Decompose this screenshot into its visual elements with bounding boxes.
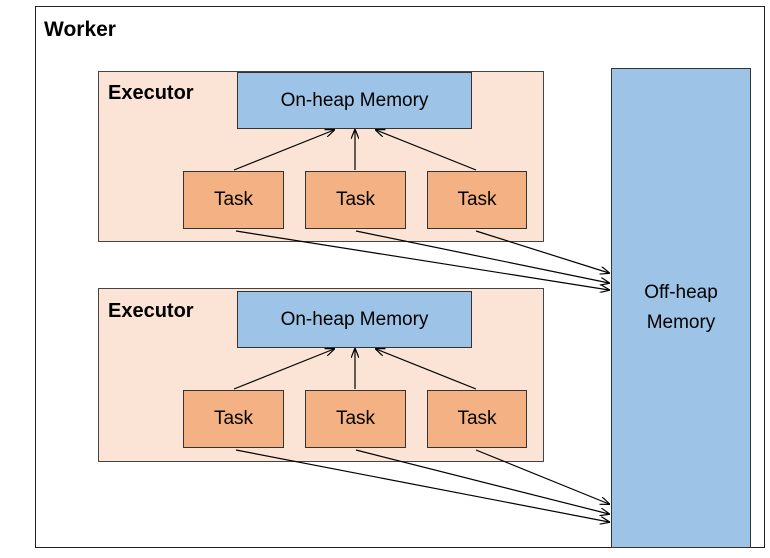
arrow-e2-t1-onheap	[233, 349, 334, 390]
arrow-e1-t3-onheap	[376, 130, 477, 171]
executor-2-task-1: Task	[183, 390, 284, 448]
arrow-e1-t2-offheap	[355, 230, 609, 283]
arrow-e2-t3-offheap	[475, 449, 609, 504]
worker-label: Worker	[44, 18, 116, 41]
executor-1-task-1: Task	[183, 171, 284, 229]
executor-2-task-2: Task	[305, 390, 406, 448]
arrow-e1-t1-onheap	[233, 130, 334, 171]
executor-2-onheap-memory: On-heap Memory	[237, 291, 472, 348]
executor-2-task-3: Task	[427, 390, 527, 448]
offheap-label-line1: Off-heap	[644, 282, 718, 303]
executor-1-label: Executor	[108, 82, 194, 104]
arrow-e2-t1-offheap	[235, 449, 609, 522]
executor-1-task-2: Task	[305, 171, 406, 229]
arrow-e2-t3-onheap	[376, 349, 477, 390]
executor-1-task-3: Task	[427, 171, 527, 229]
executor-1-onheap-memory: On-heap Memory	[237, 72, 472, 129]
executor-2-label: Executor	[108, 300, 194, 322]
offheap-label-line2: Memory	[646, 312, 716, 333]
arrow-e2-t2-offheap	[355, 449, 609, 514]
arrow-e1-t3-offheap	[475, 230, 609, 273]
arrow-e1-t1-offheap	[235, 230, 609, 290]
offheap-memory: Off-heap Memory	[611, 68, 751, 548]
